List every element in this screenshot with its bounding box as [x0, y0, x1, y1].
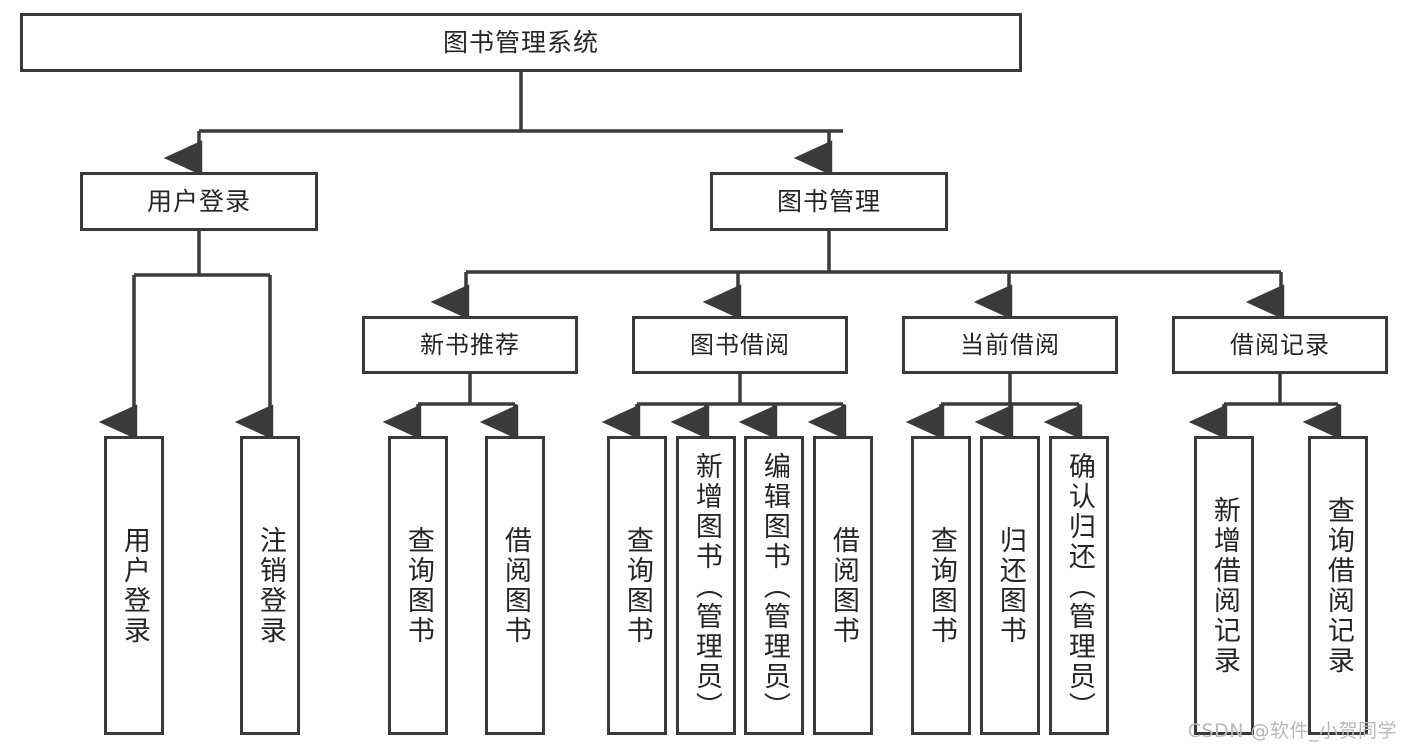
leaf-borrow-book-recommend[interactable]: 借阅图书	[485, 436, 545, 735]
node-book-borrow[interactable]: 图书借阅	[632, 316, 848, 374]
leaf-confirm-return-admin[interactable]: 确认归还（管理员）	[1049, 436, 1109, 735]
node-label: 查询借阅记录	[1322, 495, 1354, 676]
leaf-add-book-admin[interactable]: 新增图书（管理员）	[676, 436, 736, 735]
node-label: 查询图书	[621, 525, 653, 646]
node-label: 归还图书	[994, 525, 1026, 646]
node-label: 查询图书	[925, 525, 957, 646]
node-label: 查询图书	[402, 525, 434, 646]
node-label: 借阅记录	[1230, 331, 1330, 359]
node-label: 注销登录	[254, 525, 286, 646]
leaf-add-borrow-record[interactable]: 新增借阅记录	[1194, 436, 1254, 735]
node-borrow-record[interactable]: 借阅记录	[1172, 316, 1388, 374]
node-label: 用户登录	[118, 525, 150, 646]
node-root-system[interactable]: 图书管理系统	[20, 13, 1022, 72]
node-label: 借阅图书	[827, 525, 859, 646]
node-label: 编辑图书（管理员）	[758, 451, 790, 722]
node-label: 图书管理系统	[442, 28, 599, 57]
node-label: 确认归还（管理员）	[1063, 451, 1095, 722]
node-label: 新书推荐	[420, 331, 520, 359]
leaf-logout[interactable]: 注销登录	[240, 436, 300, 735]
leaf-query-book-current[interactable]: 查询图书	[911, 436, 971, 735]
leaf-query-borrow-record[interactable]: 查询借阅记录	[1308, 436, 1368, 735]
node-new-book-recommend[interactable]: 新书推荐	[362, 316, 578, 374]
node-user-login[interactable]: 用户登录	[80, 172, 318, 231]
leaf-borrow-book[interactable]: 借阅图书	[813, 436, 873, 735]
leaf-return-book[interactable]: 归还图书	[980, 436, 1040, 735]
leaf-edit-book-admin[interactable]: 编辑图书（管理员）	[744, 436, 804, 735]
leaf-query-book-recommend[interactable]: 查询图书	[388, 436, 448, 735]
node-current-borrow[interactable]: 当前借阅	[902, 316, 1118, 374]
leaf-query-book-borrow[interactable]: 查询图书	[607, 436, 667, 735]
watermark-text: CSDN @软件_小贺同学	[1187, 720, 1397, 742]
node-label: 用户登录	[146, 187, 251, 216]
node-book-management[interactable]: 图书管理	[710, 172, 948, 231]
node-label: 借阅图书	[499, 525, 531, 646]
node-label: 当前借阅	[960, 331, 1060, 359]
leaf-user-login[interactable]: 用户登录	[104, 436, 164, 735]
node-label: 图书借阅	[690, 331, 790, 359]
node-label: 图书管理	[776, 187, 881, 216]
node-label: 新增借阅记录	[1208, 495, 1240, 676]
node-label: 新增图书（管理员）	[690, 451, 722, 722]
